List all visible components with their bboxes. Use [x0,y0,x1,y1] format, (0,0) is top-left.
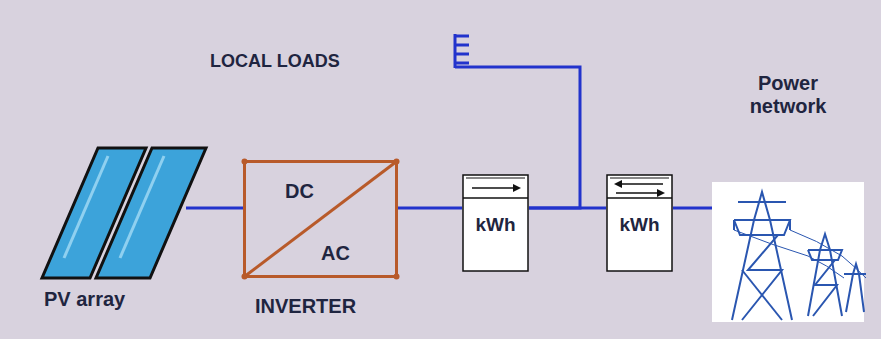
pv-array: PV array [38,146,208,316]
pv-array-label: PV array [44,288,125,311]
inverter-box-label: AC [321,242,350,265]
inverter-box-label: INVERTER [255,295,356,318]
wire-connector [673,207,712,210]
inverter-box-label: DC [285,180,314,203]
energy-meter-label: kWh [619,214,659,236]
energy-meter: kWh [462,174,529,272]
inverter-box: DC AC INVERTER [243,160,398,325]
local-loads: LOCAL LOADS [208,30,472,72]
energy-meter: kWh [606,174,673,272]
wire-connector [398,207,462,210]
wire-connector [186,207,243,210]
local-loads-label: LOCAL LOADS [210,51,340,72]
energy-meter-label: kWh [475,214,515,236]
power-network: Power network [712,70,864,322]
power-network-label: Power network [733,72,843,118]
